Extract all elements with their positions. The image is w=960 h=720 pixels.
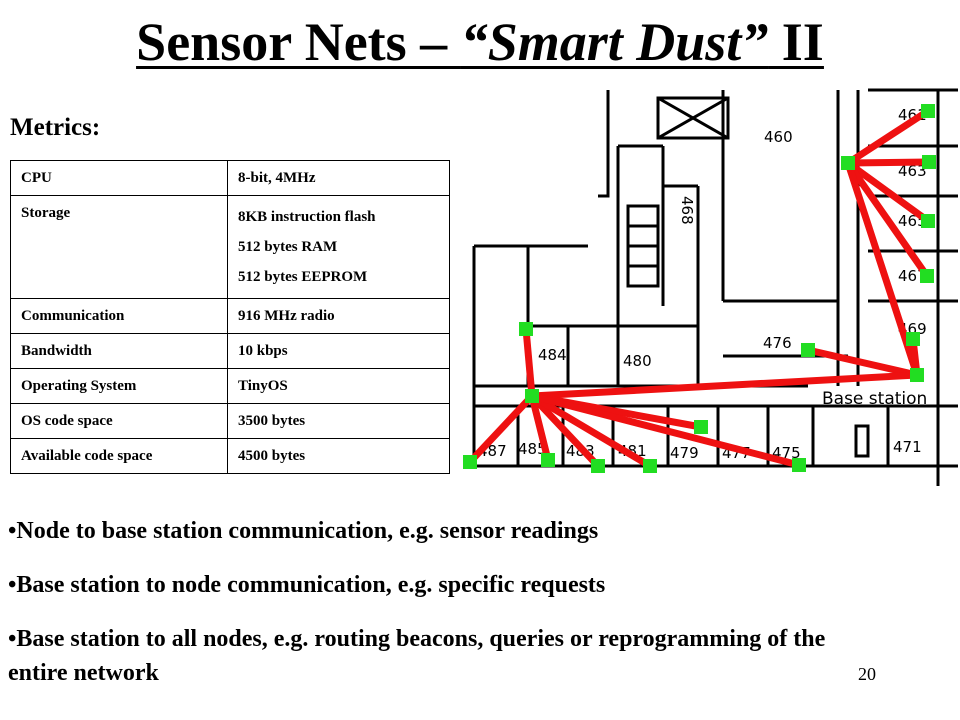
- list-item: Base station to node communication, e.g.…: [8, 568, 828, 602]
- sensor-node: [920, 269, 934, 283]
- sensor-node: [792, 458, 806, 472]
- room-label: 471: [893, 438, 922, 456]
- radio-links: [466, 107, 933, 470]
- list-item: Base station to all nodes, e.g. routing …: [8, 622, 828, 690]
- base-station-node: [910, 368, 924, 382]
- link: [844, 107, 932, 167]
- table-row: Communication 916 MHz radio: [10, 298, 450, 334]
- link: [466, 392, 536, 466]
- title-part-3: II: [768, 12, 824, 72]
- sensor-node: [591, 459, 605, 473]
- sensor-node: [841, 156, 855, 170]
- sensor-node: [801, 343, 815, 357]
- title-text: Sensor Nets – “Smart Dust” II: [136, 12, 824, 72]
- spec-value: 10 kbps: [227, 333, 450, 369]
- page-number: 20: [858, 664, 876, 684]
- table-row: Operating System TinyOS: [10, 368, 450, 404]
- room-label: 485: [518, 440, 547, 458]
- title-part-2: “Smart Dust”: [460, 12, 769, 72]
- sensor-node: [519, 322, 533, 336]
- room-label: 484: [538, 346, 567, 364]
- table-row: Available code space 4500 bytes: [10, 438, 450, 474]
- list-item: Node to base station communication, e.g.…: [8, 514, 828, 548]
- room-label: 463: [898, 162, 927, 180]
- sensor-node: [643, 459, 657, 473]
- sensor-node: [463, 455, 477, 469]
- spec-value-line: 512 bytes RAM: [238, 239, 338, 255]
- spec-key: CPU: [10, 160, 228, 196]
- link: [804, 346, 921, 379]
- link: [844, 159, 932, 225]
- spec-value-line: 512 bytes EEPROM: [238, 269, 368, 285]
- room-label: 479: [670, 444, 699, 462]
- sensor-node: [525, 389, 539, 403]
- room-label: 460: [764, 128, 793, 146]
- room-label: 468: [678, 196, 696, 225]
- spec-value: 4500 bytes: [227, 438, 450, 474]
- link: [528, 392, 602, 470]
- link: [528, 392, 552, 464]
- link: [844, 159, 921, 379]
- spec-value-line: 8KB instruction flash: [238, 209, 376, 225]
- sensor-node: [921, 214, 935, 228]
- bullet-list: Node to base station communication, e.g.…: [8, 514, 828, 710]
- link: [528, 371, 921, 400]
- table-row: Storage 8KB instruction flash 512 bytes …: [10, 195, 450, 299]
- spec-value: 8KB instruction flash 512 bytes RAM 512 …: [227, 195, 450, 299]
- room-label: 480: [623, 352, 652, 370]
- title-part-1: Sensor Nets –: [136, 12, 461, 72]
- sensor-nodes: [463, 104, 936, 473]
- table-row: CPU 8-bit, 4MHz: [10, 160, 450, 196]
- sensor-node: [921, 104, 935, 118]
- spec-key: Communication: [10, 298, 228, 334]
- sensor-node: [541, 453, 555, 467]
- spec-key: OS code space: [10, 403, 228, 439]
- spec-key: Operating System: [10, 368, 228, 404]
- spec-value: 3500 bytes: [227, 403, 450, 439]
- spec-value: 8-bit, 4MHz: [227, 160, 450, 196]
- spec-value: 916 MHz radio: [227, 298, 450, 334]
- sensor-node: [922, 155, 936, 169]
- spec-key: Storage: [10, 195, 228, 299]
- table-row: Bandwidth 10 kbps: [10, 333, 450, 369]
- base-station-label: Base station: [822, 389, 927, 409]
- link: [844, 158, 933, 167]
- link: [844, 159, 931, 280]
- floorplan-map: 460 461 463 465 467 468 469 476 484 480 …: [463, 88, 958, 486]
- link: [522, 325, 536, 400]
- spec-value: TinyOS: [227, 368, 450, 404]
- spec-key: Available code space: [10, 438, 228, 474]
- link: [528, 392, 803, 469]
- room-label: 481: [618, 442, 647, 460]
- room-label: 467: [898, 267, 927, 285]
- metrics-heading: Metrics:: [10, 114, 101, 141]
- slide-title: Sensor Nets – “Smart Dust” II: [0, 8, 960, 76]
- link: [528, 392, 654, 470]
- table-row: OS code space 3500 bytes: [10, 403, 450, 439]
- spec-table: CPU 8-bit, 4MHz Storage 8KB instruction …: [10, 160, 450, 474]
- sensor-node: [906, 332, 920, 346]
- spec-key: Bandwidth: [10, 333, 228, 369]
- room-label: 476: [763, 334, 792, 352]
- sensor-node: [694, 420, 708, 434]
